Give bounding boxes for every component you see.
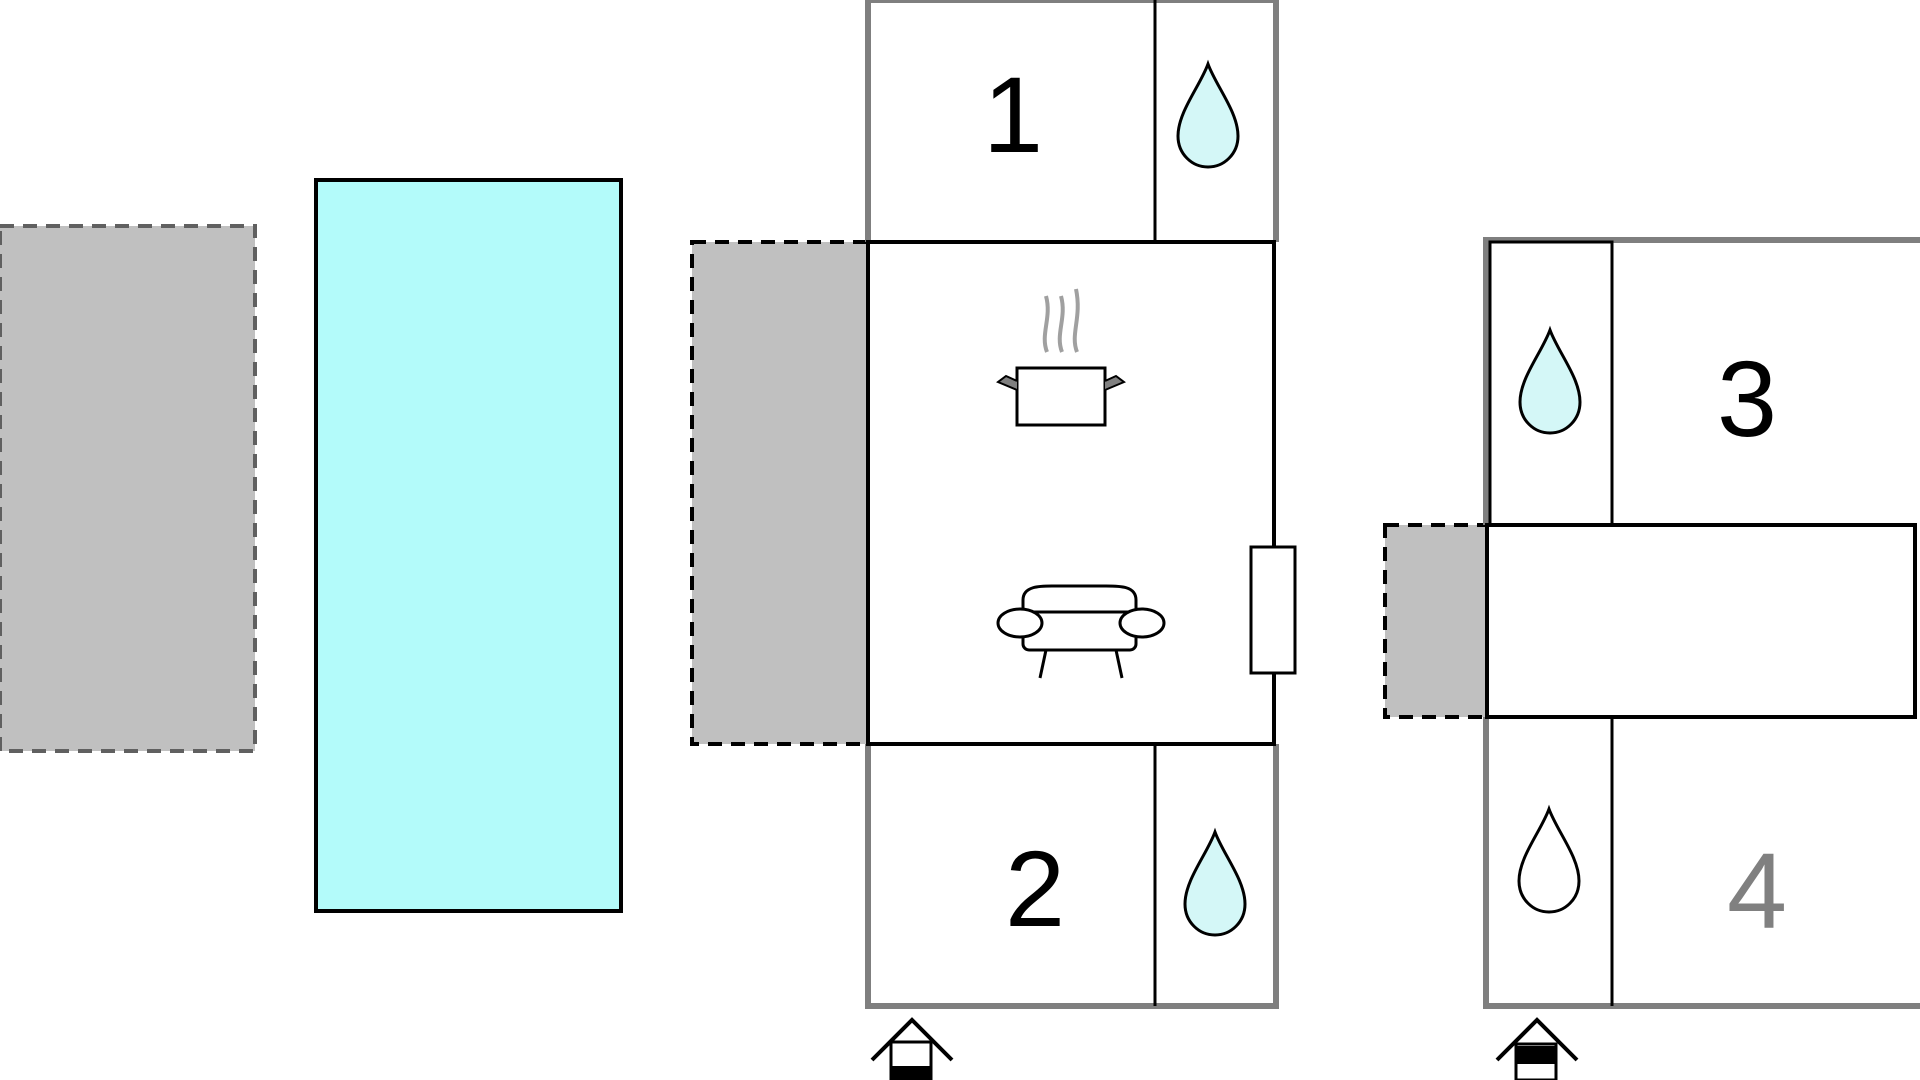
terrace-annex bbox=[1383, 523, 1489, 719]
house-entrance-icon bbox=[870, 1017, 954, 1080]
annex-central-room bbox=[1485, 523, 1917, 719]
cooking-pot-icon bbox=[996, 288, 1126, 427]
annex-outline-bottom bbox=[1483, 717, 1920, 1009]
room-3-label: 3 bbox=[1717, 338, 1777, 459]
water-drop-icon bbox=[1518, 325, 1582, 435]
terrace-left bbox=[0, 224, 257, 753]
main-house-top-wing bbox=[865, 0, 1279, 242]
swimming-pool bbox=[314, 178, 623, 913]
water-drop-icon bbox=[1183, 827, 1247, 937]
door bbox=[1249, 545, 1297, 675]
house-entrance-icon bbox=[1495, 1017, 1579, 1080]
annex-bath3-wall bbox=[1488, 240, 1614, 525]
main-house-bottom-wing bbox=[865, 744, 1279, 1009]
living-kitchen-room bbox=[866, 240, 1276, 746]
water-drop-icon bbox=[1176, 59, 1240, 169]
sofa-icon bbox=[996, 584, 1166, 679]
terrace-main-house bbox=[690, 240, 872, 746]
room-2-label: 2 bbox=[1005, 828, 1065, 949]
water-drop-icon bbox=[1517, 804, 1581, 914]
room-1-label: 1 bbox=[983, 54, 1043, 175]
annex-outline bbox=[1483, 237, 1920, 525]
room-4-label: 4 bbox=[1727, 830, 1787, 951]
